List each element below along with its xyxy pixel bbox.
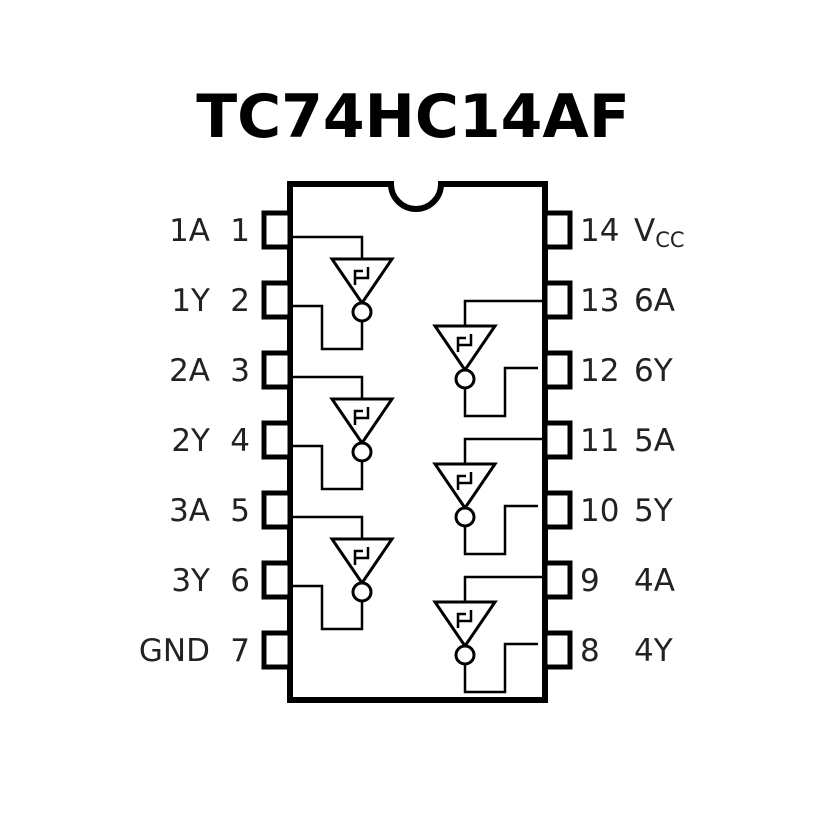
input-wire — [463, 299, 542, 326]
output-wire — [293, 304, 364, 351]
chip-title: TC74HC14AF — [196, 82, 630, 152]
hysteresis-symbol-icon — [456, 472, 473, 490]
pin-number: 14 — [580, 213, 619, 249]
pin-number: 7 — [230, 633, 250, 669]
inverter-bubble — [454, 644, 476, 666]
pin-number: 4 — [230, 423, 250, 459]
pin-number: 12 — [580, 353, 619, 389]
inverter-bubble — [351, 581, 373, 603]
right-pin — [542, 560, 573, 600]
right-pin — [542, 350, 573, 390]
pin-number: 5 — [230, 493, 250, 529]
hysteresis-symbol-icon — [456, 334, 473, 352]
pin-name-subscript: CC — [655, 228, 684, 252]
right-pin — [542, 210, 573, 250]
left-pin — [261, 560, 293, 600]
inverter-bubble — [351, 301, 373, 323]
left-pin — [261, 630, 293, 670]
pin-name: 4A — [634, 563, 675, 599]
pin-name: 5Y — [634, 493, 673, 529]
input-wire — [463, 437, 542, 464]
output-wire — [463, 366, 538, 418]
pin-name: 2Y — [171, 423, 210, 459]
pin-name: 1A — [169, 213, 210, 249]
pins — [261, 210, 573, 670]
pin-number: 13 — [580, 283, 619, 319]
gates — [293, 235, 542, 694]
inverter-bubble — [454, 506, 476, 528]
chip-package — [287, 181, 548, 703]
hysteresis-symbol-icon — [353, 547, 370, 565]
chip-body — [287, 181, 548, 703]
left-pin — [261, 420, 293, 460]
pin-name: 6A — [634, 283, 675, 319]
pin-name: 3Y — [171, 563, 210, 599]
pin-number: 2 — [230, 283, 250, 319]
pin-name: VCC — [634, 213, 685, 252]
pin-number: 11 — [580, 423, 619, 459]
left-gate — [293, 375, 395, 491]
left-pin — [261, 280, 293, 320]
right-pin — [542, 280, 573, 320]
pin-number: 8 — [580, 633, 600, 669]
pin-name: 5A — [634, 423, 675, 459]
pin-name: 4Y — [634, 633, 673, 669]
left-gate — [293, 235, 395, 351]
input-wire — [293, 375, 364, 399]
left-pin — [261, 210, 293, 250]
output-wire — [293, 444, 364, 491]
input-wire — [463, 575, 542, 602]
hysteresis-symbol-icon — [353, 267, 370, 285]
pin-name: 3A — [169, 493, 210, 529]
left-pin — [261, 350, 293, 390]
pin-name: 2A — [169, 353, 210, 389]
pin-number: 6 — [230, 563, 250, 599]
hysteresis-symbol-icon — [353, 407, 370, 425]
right-pin — [542, 420, 573, 460]
pin-number: 1 — [230, 213, 250, 249]
inverter-bubble — [454, 368, 476, 390]
input-wire — [293, 235, 364, 259]
right-gate — [432, 575, 542, 694]
right-pin — [542, 630, 573, 670]
output-wire — [463, 642, 538, 694]
right-gate — [432, 437, 542, 556]
pin-number: 3 — [230, 353, 250, 389]
right-gate — [432, 299, 542, 418]
left-pin — [261, 490, 293, 530]
output-wire — [463, 504, 538, 556]
output-wire — [293, 584, 364, 631]
inverter-bubble — [351, 441, 373, 463]
pin-number: 9 — [580, 563, 600, 599]
input-wire — [293, 515, 364, 539]
pin-number: 10 — [580, 493, 619, 529]
pin-name: 6Y — [634, 353, 673, 389]
right-pin — [542, 490, 573, 530]
hysteresis-symbol-icon — [456, 610, 473, 628]
pin-name: GND — [139, 633, 210, 669]
pin-name: 1Y — [171, 283, 210, 319]
left-gate — [293, 515, 395, 631]
